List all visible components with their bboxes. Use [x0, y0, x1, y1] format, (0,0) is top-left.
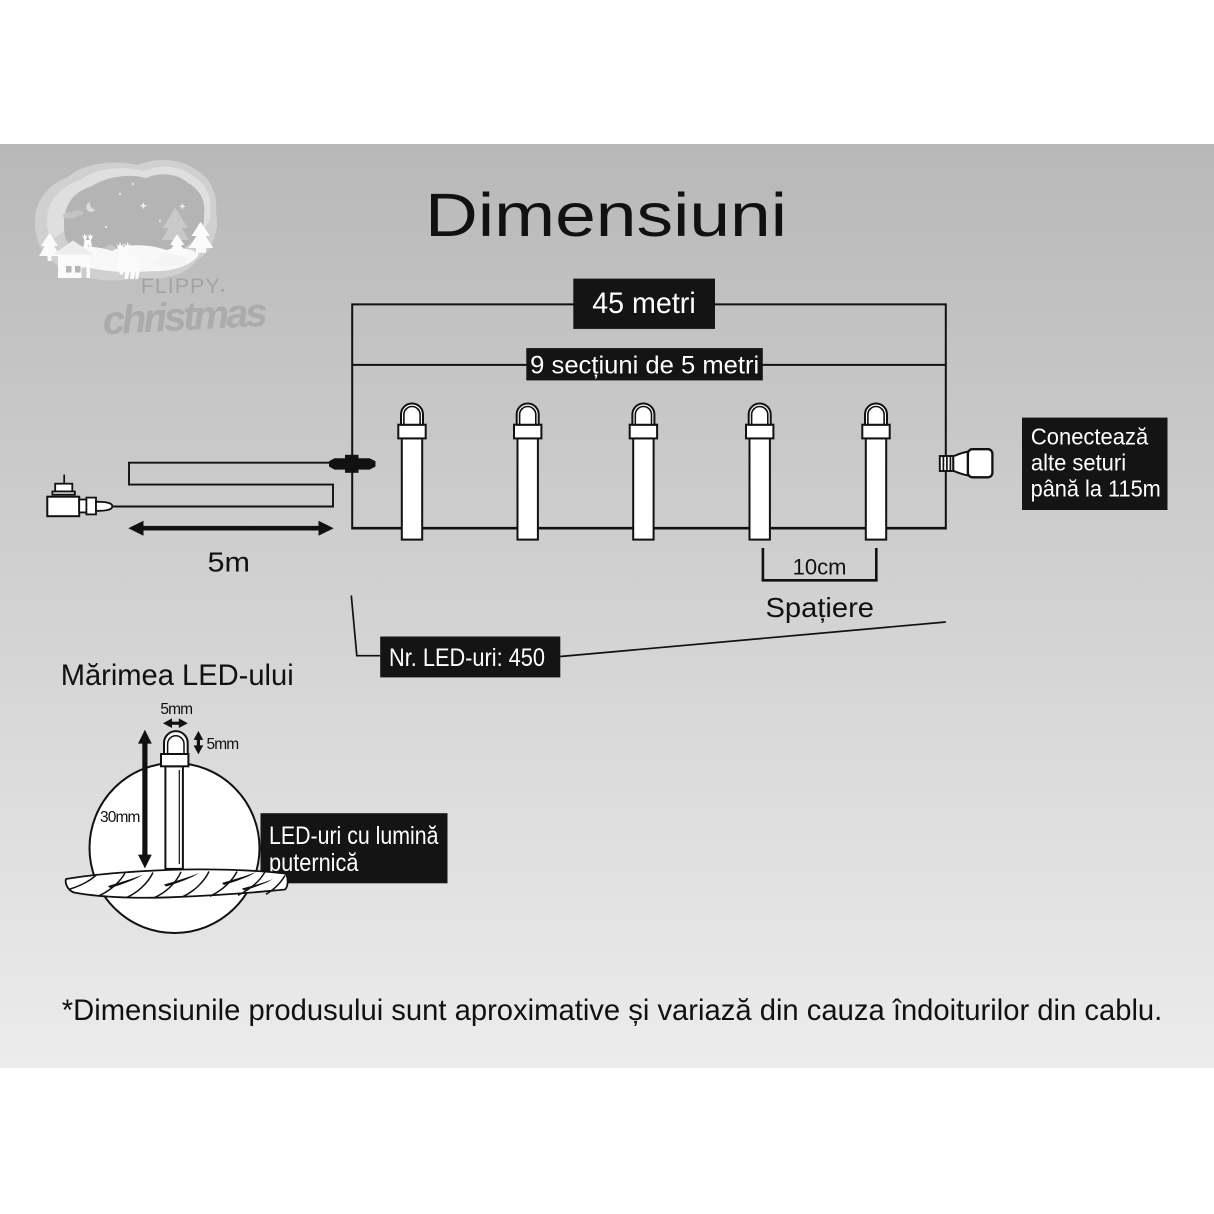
svg-text:Mărimea LED-ului: Mărimea LED-ului — [61, 659, 294, 692]
svg-text:alte seturi: alte seturi — [1031, 450, 1126, 476]
svg-text:5mm: 5mm — [160, 701, 192, 718]
svg-text:30mm: 30mm — [100, 809, 139, 826]
svg-text:9 secțiuni de 5 metri: 9 secțiuni de 5 metri — [530, 352, 759, 380]
svg-text:*Dimensiunile produsului sunt: *Dimensiunile produsului sunt aproximati… — [62, 994, 1163, 1027]
svg-text:Nr. LED-uri: 450: Nr. LED-uri: 450 — [389, 644, 545, 672]
svg-text:LED-uri cu lumină: LED-uri cu lumină — [269, 822, 439, 850]
svg-text:45 metri: 45 metri — [592, 287, 696, 320]
svg-text:christmas: christmas — [102, 291, 268, 344]
svg-text:5m: 5m — [208, 547, 251, 578]
svg-text:FLIPPY: FLIPPY — [141, 274, 220, 298]
svg-text:Spațiere: Spațiere — [766, 592, 875, 623]
svg-text:Dimensiuni: Dimensiuni — [425, 181, 787, 249]
svg-text:Conectează: Conectează — [1031, 424, 1148, 450]
svg-text:până la 115m: până la 115m — [1031, 476, 1161, 502]
svg-text:5mm: 5mm — [207, 736, 239, 753]
svg-text:10cm: 10cm — [793, 554, 847, 579]
